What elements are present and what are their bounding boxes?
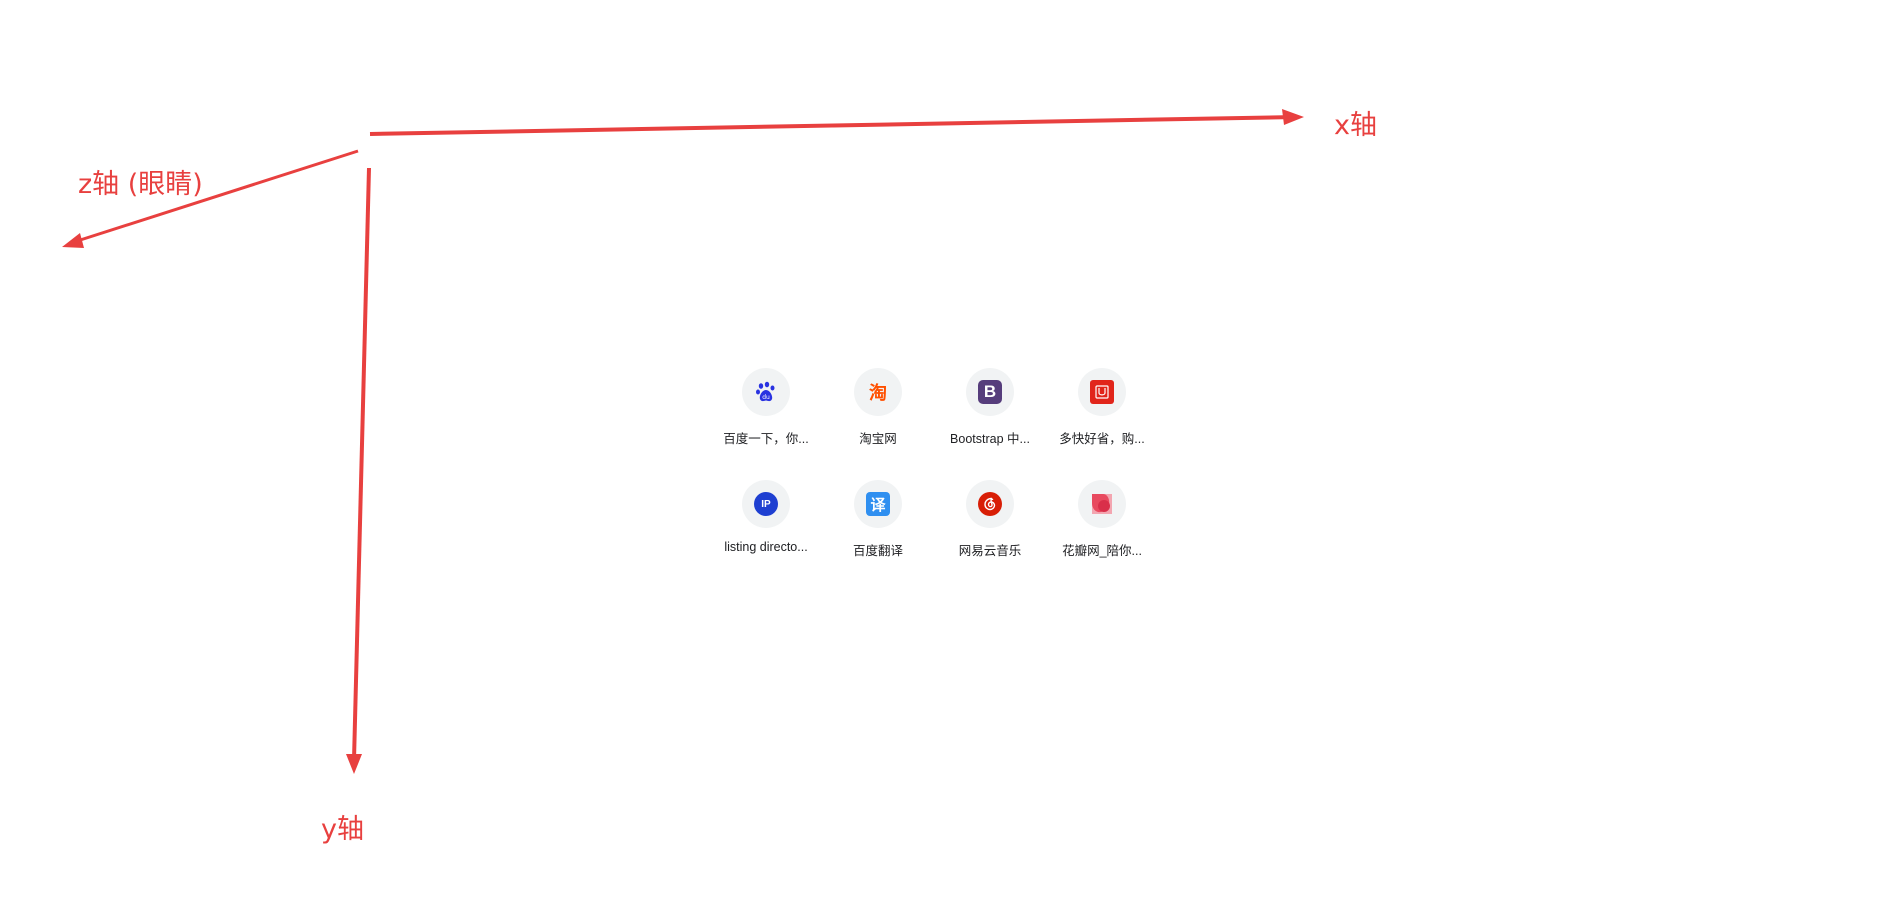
shortcut-title: listing directo...	[724, 540, 808, 554]
jd-icon	[1090, 380, 1114, 404]
shortcut-tile-baidu[interactable]: du 百度一下，你...	[710, 366, 822, 478]
x-axis-arrowhead	[1282, 109, 1304, 125]
baidu-translate-icon: 译	[866, 492, 890, 516]
shortcut-icon-circle: B	[966, 368, 1014, 416]
x-axis-arrow	[369, 115, 1297, 136]
shortcut-icon-circle: IP	[742, 480, 790, 528]
shortcut-tile-bootstrap[interactable]: B Bootstrap 中...	[934, 366, 1046, 478]
shortcut-icon-circle	[1078, 480, 1126, 528]
z-axis-arrowhead	[62, 233, 84, 248]
shortcut-icon-circle: 淘	[854, 368, 902, 416]
huaban-icon	[1089, 491, 1115, 517]
shortcut-tile-huaban[interactable]: 花瓣网_陪你...	[1046, 478, 1158, 590]
bootstrap-icon-glyph: B	[983, 382, 997, 401]
shortcut-tile-baidu-translate[interactable]: 译 百度翻译	[822, 478, 934, 590]
shortcut-icon-circle	[1078, 368, 1126, 416]
shortcut-tile-jd[interactable]: 多快好省，购...	[1046, 366, 1158, 478]
bootstrap-icon: B	[978, 380, 1002, 404]
taobao-icon-glyph: 淘	[869, 383, 887, 404]
ip-icon: IP	[754, 492, 778, 516]
y-axis-label: y轴	[321, 814, 364, 845]
baidu-translate-icon-glyph: 译	[870, 495, 886, 514]
z-axis-label: z轴 (眼睛)	[78, 169, 203, 200]
shortcut-title: Bootstrap 中...	[950, 432, 1030, 446]
shortcut-title: 百度翻译	[852, 544, 903, 558]
shortcut-title: 百度一下，你...	[723, 432, 809, 446]
netease-music-icon	[978, 492, 1002, 516]
shortcut-icon-circle: 译	[854, 480, 902, 528]
z-axis-arrow	[73, 149, 359, 244]
y-axis-arrowhead	[346, 754, 362, 774]
shortcut-title: 多快好省，购...	[1059, 432, 1145, 446]
x-axis-label: x轴	[1334, 110, 1377, 141]
shortcut-title: 淘宝网	[859, 432, 897, 446]
shortcut-grid: du 百度一下，你... 淘 淘宝网 B Bootstrap 中...	[710, 366, 1158, 590]
shortcut-icon-circle: du	[742, 368, 790, 416]
taobao-icon: 淘	[865, 379, 891, 405]
shortcut-icon-circle	[966, 480, 1014, 528]
shortcut-title: 网易云音乐	[958, 544, 1022, 558]
ip-icon-glyph: IP	[761, 498, 771, 510]
shortcut-tile-listing-directory[interactable]: IP listing directo...	[710, 478, 822, 590]
shortcut-tile-taobao[interactable]: 淘 淘宝网	[822, 366, 934, 478]
y-axis-arrow	[352, 167, 371, 761]
shortcut-title: 花瓣网_陪你...	[1062, 544, 1142, 558]
svg-text:du: du	[762, 394, 770, 401]
baidu-paw-icon: du	[753, 379, 779, 405]
shortcut-tile-netease-music[interactable]: 网易云音乐	[934, 478, 1046, 590]
